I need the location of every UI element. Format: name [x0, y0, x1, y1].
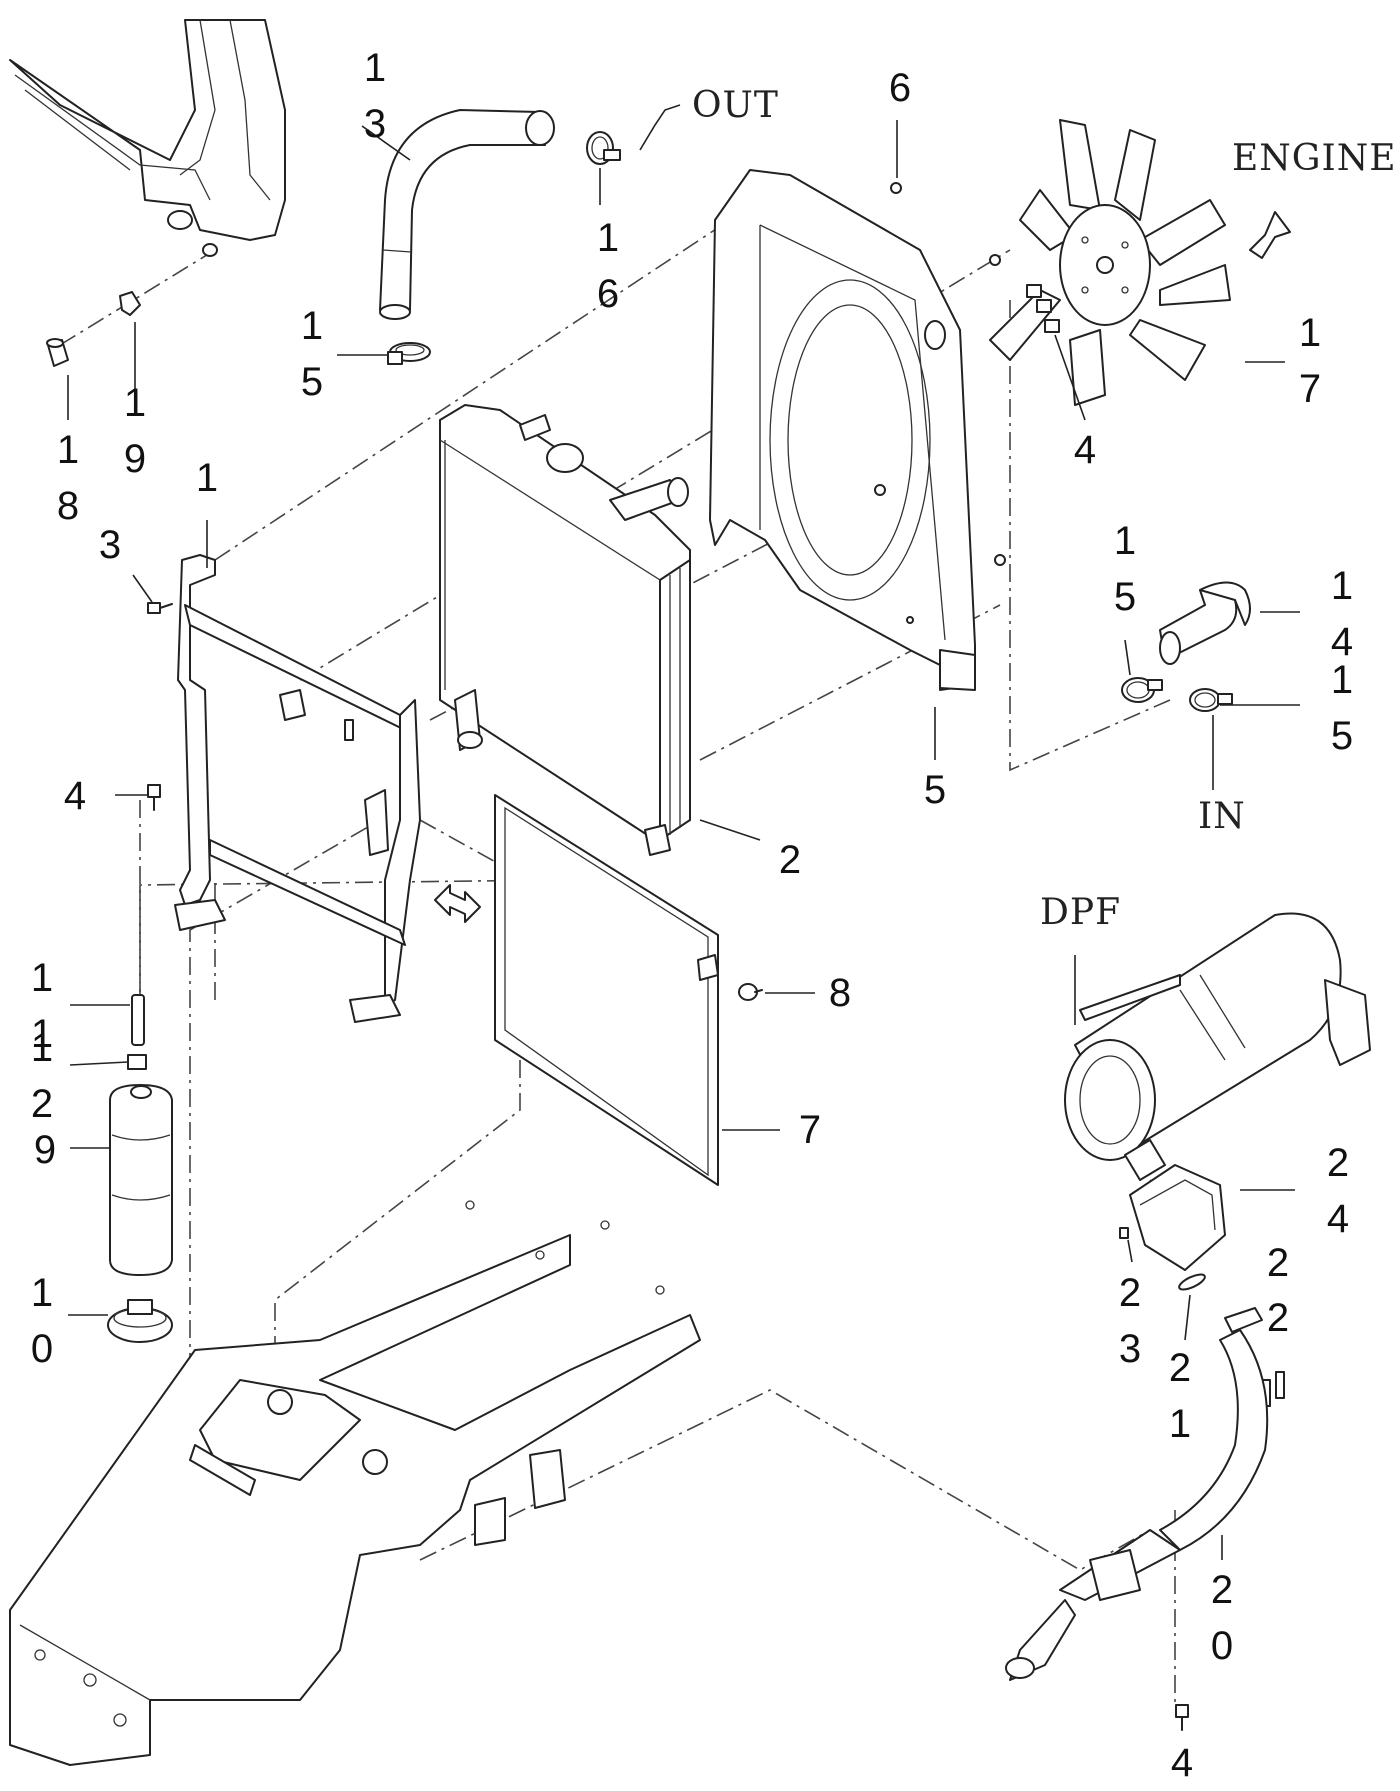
part-label-16: 1 6 [596, 216, 620, 316]
cap-18 [46, 338, 69, 367]
part-label-17: 1 7 [1298, 311, 1322, 411]
tag-dpf: DPF [1040, 892, 1122, 933]
pin-23 [1119, 1227, 1129, 1239]
pin-11 [131, 994, 145, 1046]
part-label-10: 1 0 [30, 1271, 54, 1371]
tag-in: IN [1198, 796, 1246, 837]
part-label-15-upper: 1 5 [300, 304, 324, 404]
part-label-19: 1 9 [123, 381, 147, 481]
tag-out: OUT [692, 85, 779, 126]
part-label-15-left: 1 5 [1113, 519, 1137, 619]
part-label-3: 3 [98, 523, 122, 567]
upper-hose-13 [379, 109, 555, 320]
support-frame-1 [174, 554, 421, 1023]
hose-clamp-16 [586, 131, 621, 165]
part-label-7: 7 [798, 1108, 822, 1152]
hose-clamp-15-left [1121, 677, 1163, 703]
hose-clamp-15-right [1189, 688, 1233, 712]
fan-shroud-5 [709, 169, 976, 691]
bolt-4-left [147, 784, 161, 811]
dpf-unit [1064, 912, 1371, 1161]
part-label-5: 5 [923, 768, 947, 812]
engine-arrow-icon [1249, 211, 1291, 259]
part-label-14: 1 4 [1330, 564, 1354, 664]
gasket-21 [1178, 1273, 1206, 1291]
part-label-15-right: 1 5 [1330, 658, 1354, 758]
part-label-4-left: 4 [63, 774, 87, 818]
part-label-9: 9 [33, 1128, 57, 1172]
leader-lines [67, 104, 1300, 1560]
part-label-4-bottom: 4 [1170, 1741, 1194, 1785]
part-label-18: 1 8 [56, 428, 80, 528]
bracket-10 [107, 1299, 173, 1343]
part-label-11: 1 1 [30, 956, 54, 1056]
part-label-2: 2 [778, 838, 802, 882]
bolt-4-bottom [1175, 1704, 1189, 1731]
reservoir-9 [109, 1084, 173, 1276]
cap-12 [127, 1054, 147, 1070]
part-label-4-fan: 4 [1073, 428, 1097, 472]
clip-19 [119, 291, 141, 316]
dpf-valve-24 [1124, 1139, 1226, 1271]
lower-hose-14 [1159, 581, 1251, 665]
flange-22 [1224, 1307, 1263, 1333]
part-label-8: 8 [828, 971, 852, 1015]
part-label-24: 2 4 [1326, 1141, 1350, 1241]
part-label-20: 2 0 [1210, 1568, 1234, 1668]
part-label-1: 1 [195, 456, 219, 500]
hose-clamp-15-upper [387, 342, 431, 365]
fan-bolts-4 [1026, 284, 1060, 333]
radiator-2 [439, 404, 691, 856]
part-label-21: 2 1 [1168, 1346, 1192, 1446]
screen-7 [494, 794, 719, 1186]
part-label-22-a: 2 [1266, 1241, 1290, 1285]
shroud-bolts [874, 182, 1006, 624]
cooling-fan-17 [989, 119, 1231, 406]
part-label-12: 1 2 [30, 1026, 54, 1126]
part-label-13: 1 3 [363, 46, 387, 146]
part-label-6: 6 [888, 66, 912, 110]
exhaust-pipe-20 [1005, 1329, 1269, 1681]
base-frame [9, 1200, 701, 1766]
double-arrow-icon [434, 884, 481, 923]
bolt-3 [147, 602, 173, 614]
part-label-22-b: 2 [1266, 1296, 1290, 1340]
pin-8 [738, 983, 763, 1001]
tag-engine: ENGINE [1232, 138, 1397, 179]
assembly-lines [59, 199, 1216, 1705]
frame-piece-top-left [9, 19, 286, 257]
part-label-23: 2 3 [1118, 1271, 1142, 1371]
